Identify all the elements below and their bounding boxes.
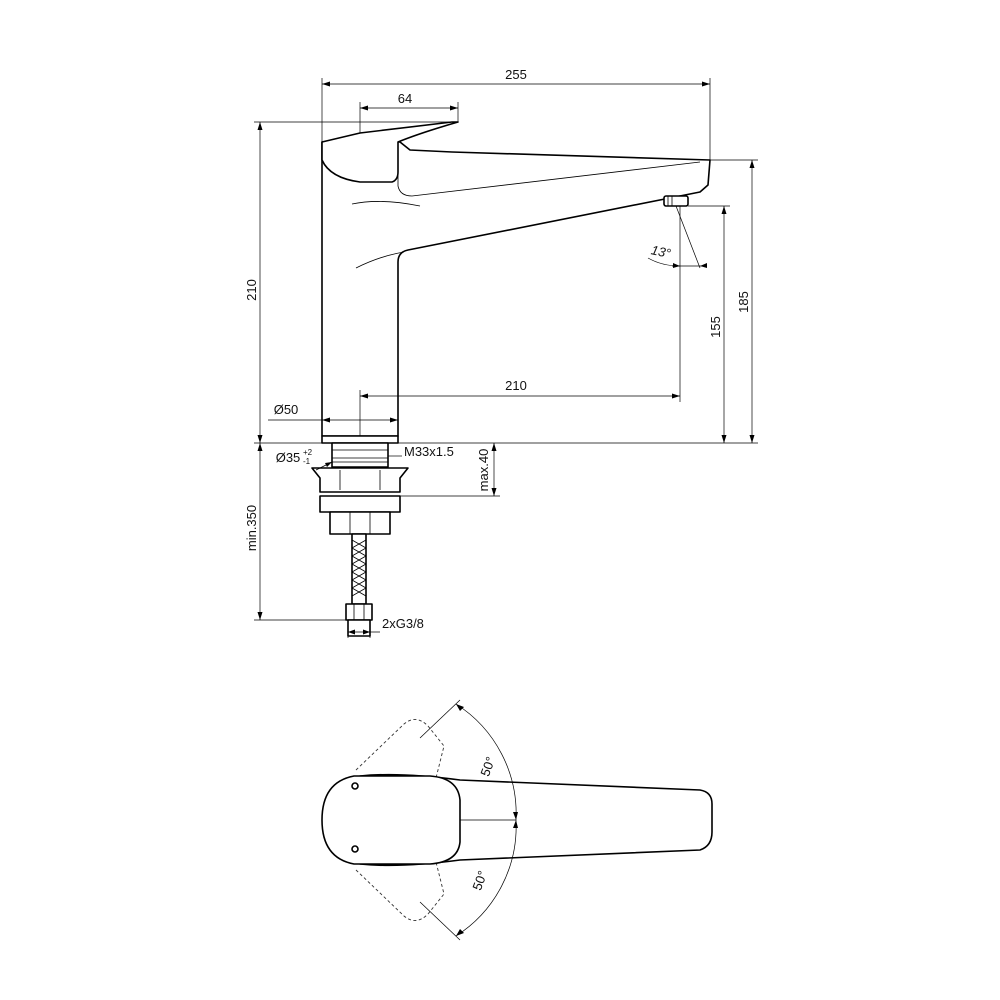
dim-thread: M33x1.5 — [404, 444, 454, 459]
dim-hole-tol-plus: +2 — [303, 448, 313, 457]
faucet-body — [321, 141, 711, 437]
mounting-shank — [331, 442, 389, 468]
spout-curve — [351, 201, 421, 207]
dim-total-height: 210 — [244, 279, 259, 301]
dim-lever-length: 64 — [398, 91, 412, 106]
fixing-nut — [311, 467, 409, 493]
dim-connection: 2xG3/8 — [382, 616, 424, 631]
dimension-lines — [254, 78, 758, 638]
fixing-bracket — [329, 511, 391, 535]
hose-connector — [347, 619, 371, 637]
lever-handle — [321, 121, 459, 183]
dim-hole-diameter: Ø35 — [276, 450, 301, 465]
swivel-outline-right — [355, 861, 445, 921]
dim-total-length: 255 — [505, 67, 527, 82]
lever-top — [321, 775, 461, 865]
swivel-arc-right — [455, 819, 517, 937]
dim-reach: 210 — [505, 378, 527, 393]
supply-hose — [351, 533, 367, 605]
dimension-labels: 255 64 210 185 155 210 Ø50 Ø35 +2 -1 M33… — [244, 67, 751, 631]
dim-swivel-left: 50° — [477, 755, 498, 779]
dim-min-hose: min.350 — [244, 505, 259, 551]
top-view: 50° 50° — [321, 699, 713, 941]
dim-outlet-height: 155 — [708, 316, 723, 338]
dim-body-diameter: Ø50 — [274, 402, 299, 417]
swivel-arc-left — [455, 703, 517, 821]
dim-spout-height: 185 — [736, 291, 751, 313]
swivel-outline-left — [355, 719, 445, 779]
dim-swivel-right: 50° — [469, 869, 490, 893]
hose-nut — [345, 603, 373, 621]
spout-neck-curve — [355, 251, 405, 269]
lever-underside — [397, 142, 701, 197]
dim-hole-tol-minus: -1 — [303, 457, 311, 466]
base-ring — [321, 435, 399, 444]
fixing-plate — [319, 495, 401, 513]
dim-max-deck: max.40 — [476, 449, 491, 492]
dim-spray-angle: 13° — [650, 242, 672, 261]
